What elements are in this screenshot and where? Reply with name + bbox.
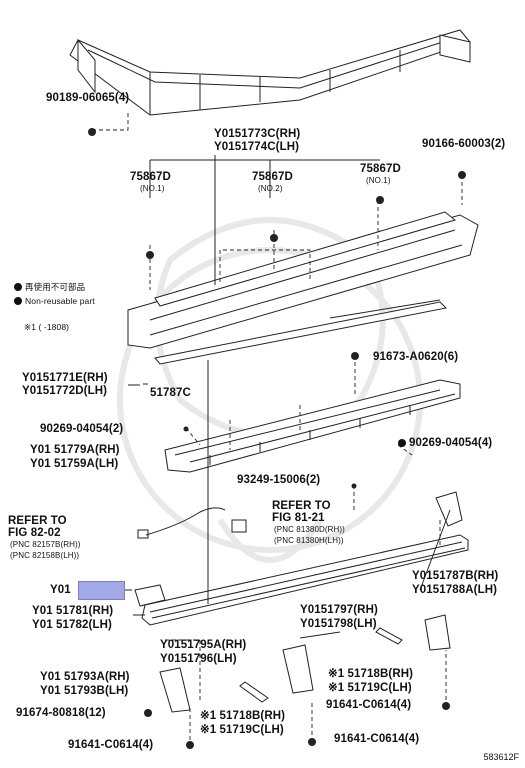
part-label-91641-center[interactable]: 91641-C0614(4) [334,733,420,745]
part-label-75867d-1a[interactable]: 75867D [130,171,171,183]
part-label-51774c[interactable]: Y0151774C(LH) [214,141,300,153]
part-label-90166[interactable]: 90166-60003(2) [422,138,506,150]
part-label-90269-a[interactable]: 90269-04054(2) [40,423,124,435]
part-label-51793b[interactable]: Y01 51793B(LH) [40,685,129,697]
fasteners [88,128,466,749]
refer-fig-81-21[interactable]: FIG 81-21 [272,512,325,524]
non-reusable-dot-icon [398,439,406,447]
running-board-body [164,379,461,473]
refer-pnc-82158b: (PNC 82158B(LH)) [10,551,80,560]
legend-non-reusable-jp: 再使用不可部品 [14,282,85,292]
bracket-51793 [159,667,191,713]
part-label-91641-left[interactable]: 91641-C0614(4) [68,739,154,751]
part-label-51719c-left[interactable]: ※1 51719C(LH) [200,724,284,736]
part-label-51772d[interactable]: Y0151772D(LH) [22,385,108,397]
part-label-90269-b[interactable]: 90269-04054(4) [398,437,492,449]
bracket-small [134,584,166,607]
refer-pnc-82157b: (PNC 82157B(RH)) [10,540,81,549]
bracket-rear [435,491,463,527]
part-label-51795a[interactable]: Y0151795A(RH) [160,639,247,651]
part-label-91674[interactable]: 91674-80818(12) [16,707,106,719]
part-label-y01-highlighted[interactable]: Y01 [50,584,71,596]
step-cover [127,211,479,349]
refer-pnc-81380d: (PNC 81380D(RH)) [274,525,345,534]
part-label-51793a[interactable]: Y01 51793A(RH) [40,671,130,683]
part-sub-75867d-2: (NO.2) [258,184,283,193]
label-leaders [125,155,451,639]
part-label-51782[interactable]: Y01 51782(LH) [32,619,112,631]
step-rail [141,534,469,626]
part-label-90189[interactable]: 90189-06065(4) [46,92,130,104]
part-label-51796[interactable]: Y0151796(LH) [160,653,237,665]
part-label-51718b-left[interactable]: ※1 51718B(RH) [200,710,286,722]
frame-rail [69,29,471,116]
part-label-51797[interactable]: Y0151797(RH) [300,604,378,616]
bracket-51797 [424,614,451,651]
refer-fig-82-02[interactable]: FIG 82-02 [8,527,61,539]
part-label-51718b-right[interactable]: ※1 51718B(RH) [328,668,414,680]
legend-note-1: ※1 ( -1808) [24,322,70,332]
part-label-51781[interactable]: Y01 51781(RH) [32,605,114,617]
bracket-51795 [282,644,314,694]
pad-51718 [239,627,403,703]
part-label-51773c[interactable]: Y0151773C(RH) [214,128,301,140]
non-reusable-dot-icon [14,283,22,291]
diagram-code: 583612F [483,752,519,762]
part-label-91673[interactable]: 91673-A0620(6) [373,351,459,363]
refer-label-2: REFER TO [272,500,331,512]
part-label-51779a[interactable]: Y01 51779A(RH) [30,444,120,456]
non-reusable-dot-icon [14,297,22,305]
refer-pnc-81380h: (PNC 81380H(LH)) [274,536,344,545]
refer-label-1: REFER TO [8,515,67,527]
part-sub-75867d-1a: (NO.1) [140,184,165,193]
part-label-51798[interactable]: Y0151798(LH) [300,618,377,630]
lamp-harness [137,507,247,539]
part-label-51788a[interactable]: Y0151788A(LH) [412,584,498,596]
part-label-51759a[interactable]: Y01 51759A(LH) [30,458,119,470]
selected-part-highlight[interactable] [78,581,125,600]
part-label-51771e[interactable]: Y0151771E(RH) [22,372,108,384]
running-board-pad [154,299,448,365]
part-label-51787b[interactable]: Y0151787B(RH) [412,570,499,582]
part-label-51719c-right[interactable]: ※1 51719C(LH) [328,682,412,694]
part-label-51787c[interactable]: 51787C [150,387,191,399]
part-sub-75867d-1b: (NO.1) [366,176,391,185]
legend-non-reusable-en: Non-reusable part [14,296,95,306]
part-label-75867d-2[interactable]: 75867D [252,171,293,183]
part-label-75867d-1b[interactable]: 75867D [360,163,401,175]
part-label-93249[interactable]: 93249-15006(2) [237,474,321,486]
part-label-91641-right[interactable]: 91641-C0614(4) [326,699,412,711]
